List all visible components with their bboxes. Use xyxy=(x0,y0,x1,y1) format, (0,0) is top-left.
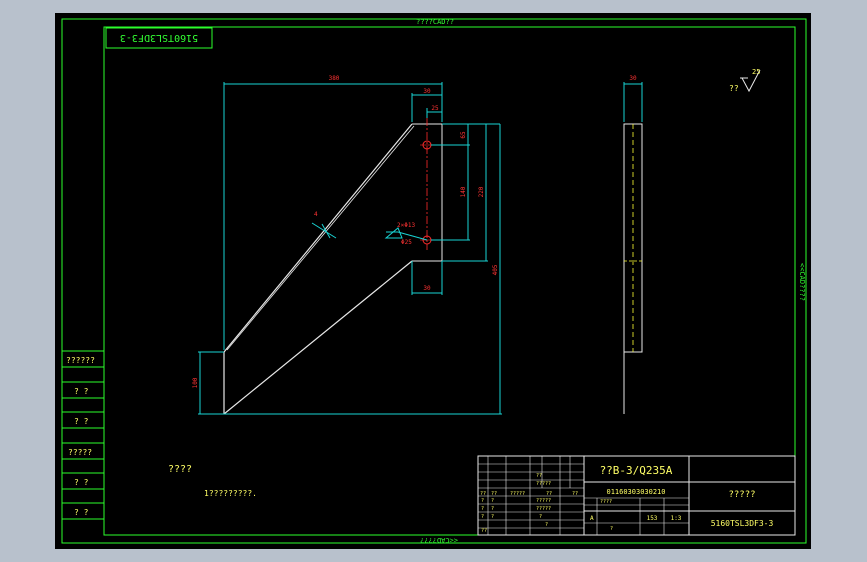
dim-25: 25 xyxy=(431,105,439,112)
frame-top-label: ????CAD?? xyxy=(416,18,454,26)
grid-cell-1: ?? xyxy=(480,491,486,497)
side-label-4: ????? xyxy=(68,448,92,457)
grid-cell-20: ?? xyxy=(481,528,487,534)
grid-cell-17: ? xyxy=(545,522,548,528)
tech-note: 1?????????. xyxy=(204,489,257,498)
dim-30-top: 30 xyxy=(423,88,431,95)
code-box xyxy=(105,27,213,49)
side-label-5: ? ? xyxy=(74,478,89,487)
dim-side-30: 30 xyxy=(629,75,637,82)
dim-405: 405 xyxy=(492,264,499,275)
roughness-mark: ?? xyxy=(729,84,739,93)
dimension-lines xyxy=(198,69,761,415)
dim-220: 220 xyxy=(478,186,485,197)
grid-cell-9: ????? xyxy=(536,506,551,512)
weight: 153 xyxy=(647,515,658,522)
weld-mark: 4 xyxy=(314,211,318,218)
side-label-3: ? ? xyxy=(74,417,89,426)
grid-cell-19: ? xyxy=(610,526,613,532)
roughness-value: 25 xyxy=(752,68,760,76)
inner-frame xyxy=(103,26,796,536)
dim-100: 100 xyxy=(192,377,199,388)
material: ??B-3/Q235A xyxy=(600,464,673,477)
grid-cell-4: ?? xyxy=(546,491,552,497)
grid-cell-2: ?? xyxy=(491,491,497,497)
dim-30-bottom: 30 xyxy=(423,285,431,292)
grid-cell-12: ? xyxy=(481,506,484,512)
grid-cell-8: ????? xyxy=(536,498,551,504)
paper xyxy=(55,13,811,549)
dim-65: 65 xyxy=(460,131,467,139)
grid-cell-18: ???? xyxy=(600,499,612,505)
side-label-6: ? ? xyxy=(74,508,89,517)
grid-cell-3: ????? xyxy=(510,491,525,497)
side-label-2: ? ? xyxy=(74,387,89,396)
grid-cell-13: ? xyxy=(491,506,494,512)
side-view xyxy=(623,82,643,414)
grid-cell-7: ????? xyxy=(536,481,551,487)
grid-cell-5: ?? xyxy=(572,491,578,497)
drawing-code: 5160TSL3DF3-3 xyxy=(711,519,774,528)
grid-cell-14: ? xyxy=(481,514,484,520)
dim-380: 380 xyxy=(329,75,340,82)
grid-cell-15: ? xyxy=(491,514,494,520)
grid-cell-6: ?? xyxy=(536,473,542,479)
mirrored-code: 5160TSL3DF3-3 xyxy=(120,32,198,43)
part-name: ????? xyxy=(728,490,755,500)
scale: 1:3 xyxy=(671,515,682,522)
dimension-texts: 380 30 25 65 140 220 405 30 100 2×Φ13 Φ2… xyxy=(192,68,760,388)
side-label-1: ?????? xyxy=(66,356,95,365)
main-view xyxy=(223,118,443,415)
title-block: ??B-3/Q235A 01160303030210 ????? 5160TSL… xyxy=(477,455,796,536)
grid-cell-16: ? xyxy=(539,514,542,520)
tech-title: ???? xyxy=(168,464,192,475)
frame-bottom-label: <<CAD???? xyxy=(420,536,458,544)
stage-mark: A xyxy=(590,515,594,522)
grid-cell-11: ? xyxy=(491,498,494,504)
dim-140: 140 xyxy=(460,186,467,197)
holes-callout: 2×Φ13 xyxy=(397,222,415,229)
outer-frame xyxy=(61,18,807,544)
frame-right-label: <<CAD???? xyxy=(798,263,806,301)
holes-sub: Φ25 xyxy=(401,239,412,246)
drawing-no: 01160303030210 xyxy=(606,488,665,496)
grid-cell-10: ? xyxy=(481,498,484,504)
side-label-boxes: ?????? ? ? ? ? ????? ? ? ? ? xyxy=(61,350,105,520)
